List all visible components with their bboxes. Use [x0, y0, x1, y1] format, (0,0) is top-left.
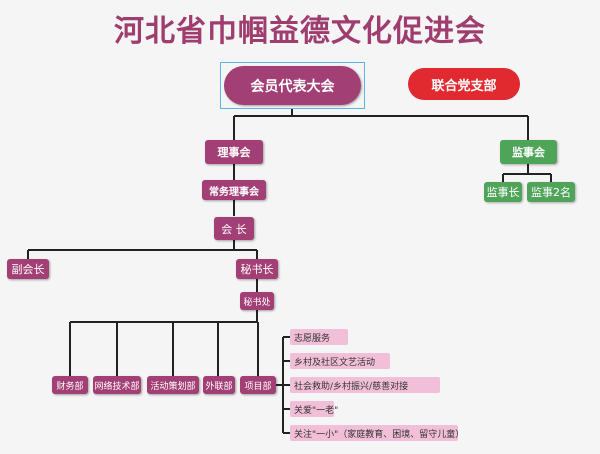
supervisors-two-node[interactable]: 监事2名: [527, 182, 575, 202]
secretariat-node[interactable]: 秘书处: [240, 292, 274, 310]
project-item[interactable]: 乡村及社区文艺活动: [290, 353, 390, 369]
project-item[interactable]: 社会救助/乡村振兴/慈善对接: [290, 377, 440, 393]
department-projects[interactable]: 项目部: [240, 376, 276, 394]
party-branch-node[interactable]: 联合党支部: [408, 68, 520, 100]
department-external[interactable]: 外联部: [203, 376, 235, 394]
supervisor-chief-node[interactable]: 监事长: [484, 182, 522, 202]
department-finance[interactable]: 财务部: [52, 376, 88, 394]
president-node[interactable]: 会 长: [214, 217, 254, 240]
congress-node[interactable]: 会员代表大会: [224, 66, 361, 105]
department-event-planning[interactable]: 活动策划部: [147, 376, 199, 394]
vice-president-node[interactable]: 副会长: [7, 259, 49, 279]
project-item[interactable]: 关注"一小"（家庭教育、困境、留守儿童）: [290, 425, 464, 441]
secretary-general-node[interactable]: 秘书长: [236, 259, 278, 279]
standing-council-node[interactable]: 常务理事会: [202, 180, 266, 200]
page-title: 河北省巾帼益德文化促进会: [114, 14, 486, 49]
council-node[interactable]: 理事会: [205, 140, 263, 164]
supervisory-board-node[interactable]: 监事会: [500, 140, 557, 164]
project-item[interactable]: 关爱"一老": [290, 401, 338, 417]
project-item[interactable]: 志愿服务: [290, 329, 348, 345]
department-network-tech[interactable]: 网络技术部: [93, 376, 141, 394]
selection-frame: [220, 62, 365, 109]
